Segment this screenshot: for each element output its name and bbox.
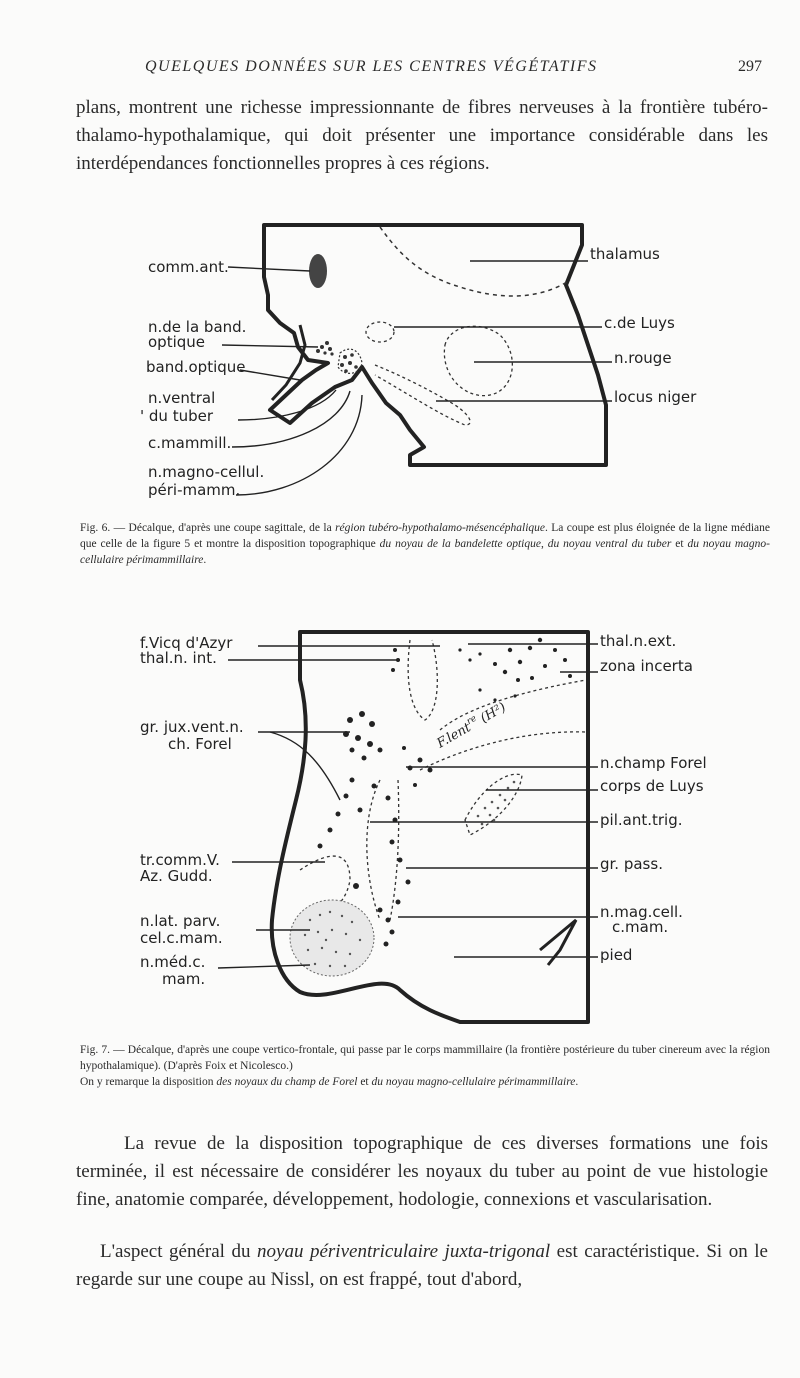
running-head-title: QUELQUES DONNÉES SUR LES CENTRES VÉGÉTAT… <box>145 58 598 75</box>
label-tr-comm: tr.comm.V. <box>140 851 220 869</box>
label-n-magno: n.magno-cellul. <box>148 463 264 481</box>
label-corps-de-luys: corps de Luys <box>600 777 704 795</box>
label-n-bande-2: optique <box>148 333 205 351</box>
caption-7-text-c: et <box>357 1076 372 1088</box>
label-thal-n-ext: thal.n.ext. <box>600 632 676 650</box>
caption-6-text-c: , <box>540 538 548 550</box>
label-band-optique: band.optique <box>146 358 246 376</box>
label-n-med: n.méd.c. <box>140 953 205 971</box>
label-n-bande: n.de la band. <box>148 318 246 336</box>
paragraph-revue: La revue de la disposition topographique… <box>76 1133 768 1210</box>
caption-6-text-a: Décalque, d'après une coupe sagittale, d… <box>128 522 336 534</box>
caption-7-italic-b: des noyaux du champ de Forel <box>216 1076 358 1088</box>
page-number: 297 <box>738 58 762 75</box>
label-gr-pass: gr. pass. <box>600 855 663 873</box>
figure-6-caption: Fig. 6. — Décalque, d'après une coupe sa… <box>80 520 770 568</box>
caption-6-italic-b: du noyau de la bandelette optique <box>379 538 541 550</box>
figure-6-diagram: comm.ant. n.de la band. optique band.opt… <box>140 223 697 499</box>
label-zona-incerta: zona incerta <box>600 657 693 675</box>
label-n-ventral-2: ' du tuber <box>140 407 214 425</box>
label-n-magno-2: péri-mamm. <box>148 481 240 499</box>
caption-6-text-b: . La coupe est plus éloignée de la ligne… <box>80 522 770 550</box>
caption-6-italic-d: du noyau magno-cellulaire périmammillair… <box>80 538 770 566</box>
label-n-rouge: n.rouge <box>614 349 672 367</box>
label-locus-niger: locus niger <box>614 388 697 406</box>
caption-7-prefix: Fig. 7. — <box>80 1044 128 1056</box>
label-f-vicq: f.Vicq d'Azyr <box>140 634 233 652</box>
label-n-lat-2: cel.c.mam. <box>140 929 223 947</box>
label-n-lat: n.lat. parv. <box>140 912 220 930</box>
figure-7-caption: Fig. 7. — Décalque, d'après une coupe ve… <box>80 1042 770 1090</box>
caption-6-text-d: et <box>671 538 688 550</box>
label-comm-ant: comm.ant. <box>148 258 229 276</box>
caption-6-italic-a: région tubéro-hypothalamo-mésencéphaliqu… <box>335 522 545 534</box>
caption-6-prefix: Fig. 6. — <box>80 522 129 534</box>
label-pied: pied <box>600 946 632 964</box>
label-n-mag-cell-2: c.mam. <box>612 918 668 936</box>
intro-paragraph: plans, montrent une richesse impressionn… <box>76 97 768 174</box>
label-tr-comm-2: Az. Gudd. <box>140 867 213 885</box>
running-head: QUELQUES DONNÉES SUR LES CENTRES VÉGÉTAT… <box>0 58 800 82</box>
para3-text-b: est caractéristique. Si on le regarde su… <box>76 1241 768 1290</box>
caption-6-text-e: . <box>203 554 207 566</box>
caption-7-italic-c: du noyau magno-cellulaire périmammillair… <box>371 1076 576 1088</box>
caption-6-italic-c: du noyau ventral du tuber <box>547 538 672 550</box>
para3-text-a: L'aspect général du <box>100 1241 258 1262</box>
label-n-ventral: n.ventral <box>148 389 215 407</box>
label-c-de-luys: c.de Luys <box>604 314 675 332</box>
label-n-mag-cell: n.mag.cell. <box>600 903 683 921</box>
label-n-med-2: mam. <box>162 970 205 988</box>
figure-7-diagram: F.lentre(H²) f.Vicq d'Azyr thal.n. int. … <box>140 630 707 1024</box>
caption-7-text-b: On y remarque la disposition <box>80 1076 217 1088</box>
label-thalamus: thalamus <box>590 245 660 263</box>
label-thal-n-int: thal.n. int. <box>140 649 217 667</box>
label-gr-jux-2: ch. Forel <box>168 735 232 753</box>
caption-7-text-d: . <box>575 1076 579 1088</box>
label-n-champ-forel: n.champ Forel <box>600 754 707 772</box>
label-c-mammill: c.mammill. <box>148 434 231 452</box>
label-f-lent: F.lentre(H²) <box>433 698 509 752</box>
label-gr-jux: gr. jux.vent.n. <box>140 718 244 736</box>
paragraph-aspect: L'aspect général du noyau périventricula… <box>76 1238 768 1294</box>
caption-7-text-a: Décalque, d'après une coupe vertico-fron… <box>80 1044 770 1072</box>
label-pil-ant-trig: pil.ant.trig. <box>600 811 682 829</box>
para3-italic-a: noyau périventriculaire juxta-trigonal <box>257 1241 551 1262</box>
